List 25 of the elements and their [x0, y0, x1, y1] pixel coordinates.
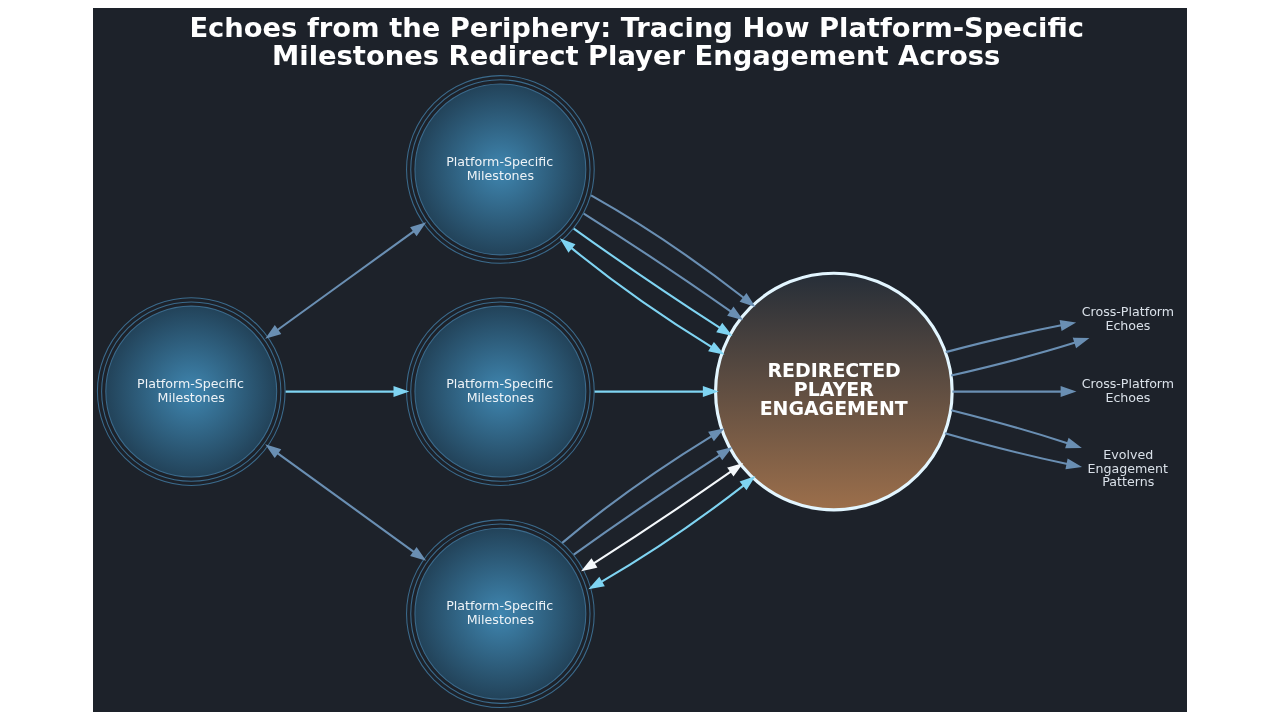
arrow: [573, 227, 733, 337]
arrow: [945, 320, 1077, 354]
diagram-title: Echoes from the Periphery: Tracing How Platform-Specific Milestones Redirect Player Engagement Across: [189, 12, 1084, 71]
arrow: [581, 462, 744, 572]
arrow: [561, 428, 725, 544]
arrow: [952, 386, 1077, 398]
arrow: [594, 386, 719, 398]
node-circle: Platform-Specific Milestones: [96, 297, 286, 486]
arrow: [590, 194, 756, 308]
arrow: [265, 444, 427, 561]
arrow: [285, 386, 410, 398]
arrow: [573, 447, 733, 556]
node-text: Cross-Platform Echoes: [1081, 376, 1175, 405]
arrow: [583, 212, 744, 321]
arrow: [944, 432, 1083, 470]
arrow: [265, 222, 427, 339]
node-circle: Platform-Specific Milestones: [406, 297, 595, 486]
arrow: [950, 409, 1082, 449]
node-circle: Platform-Specific Milestones: [406, 75, 595, 264]
arrow: [950, 337, 1090, 377]
node-text: Evolved Engagement Patterns: [1087, 447, 1169, 490]
arrow: [588, 476, 756, 590]
node-circle: Platform-Specific Milestones: [406, 519, 595, 709]
arrow: [559, 238, 725, 355]
node-text: Cross-Platform Echoes: [1081, 304, 1175, 334]
